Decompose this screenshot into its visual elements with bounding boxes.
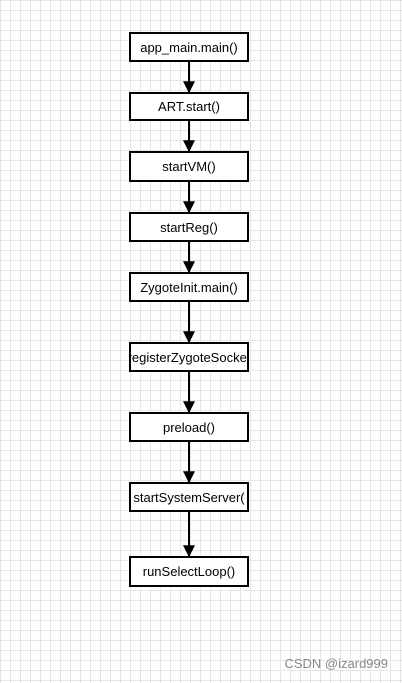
node-start-vm: startVM() [129,151,249,182]
node-run-select-loop: runSelectLoop() [129,556,249,587]
node-zygote-init-main: ZygoteInit.main() [129,272,249,302]
node-start-reg: startReg() [129,212,249,242]
node-register-zygote-socket: registerZygoteSocket [129,342,249,372]
node-start-system-server: startSystemServer( [129,482,249,512]
node-app-main: app_main.main() [129,32,249,62]
node-preload: preload() [129,412,249,442]
node-art-start: ART.start() [129,92,249,121]
watermark: CSDN @izard999 [284,656,388,671]
